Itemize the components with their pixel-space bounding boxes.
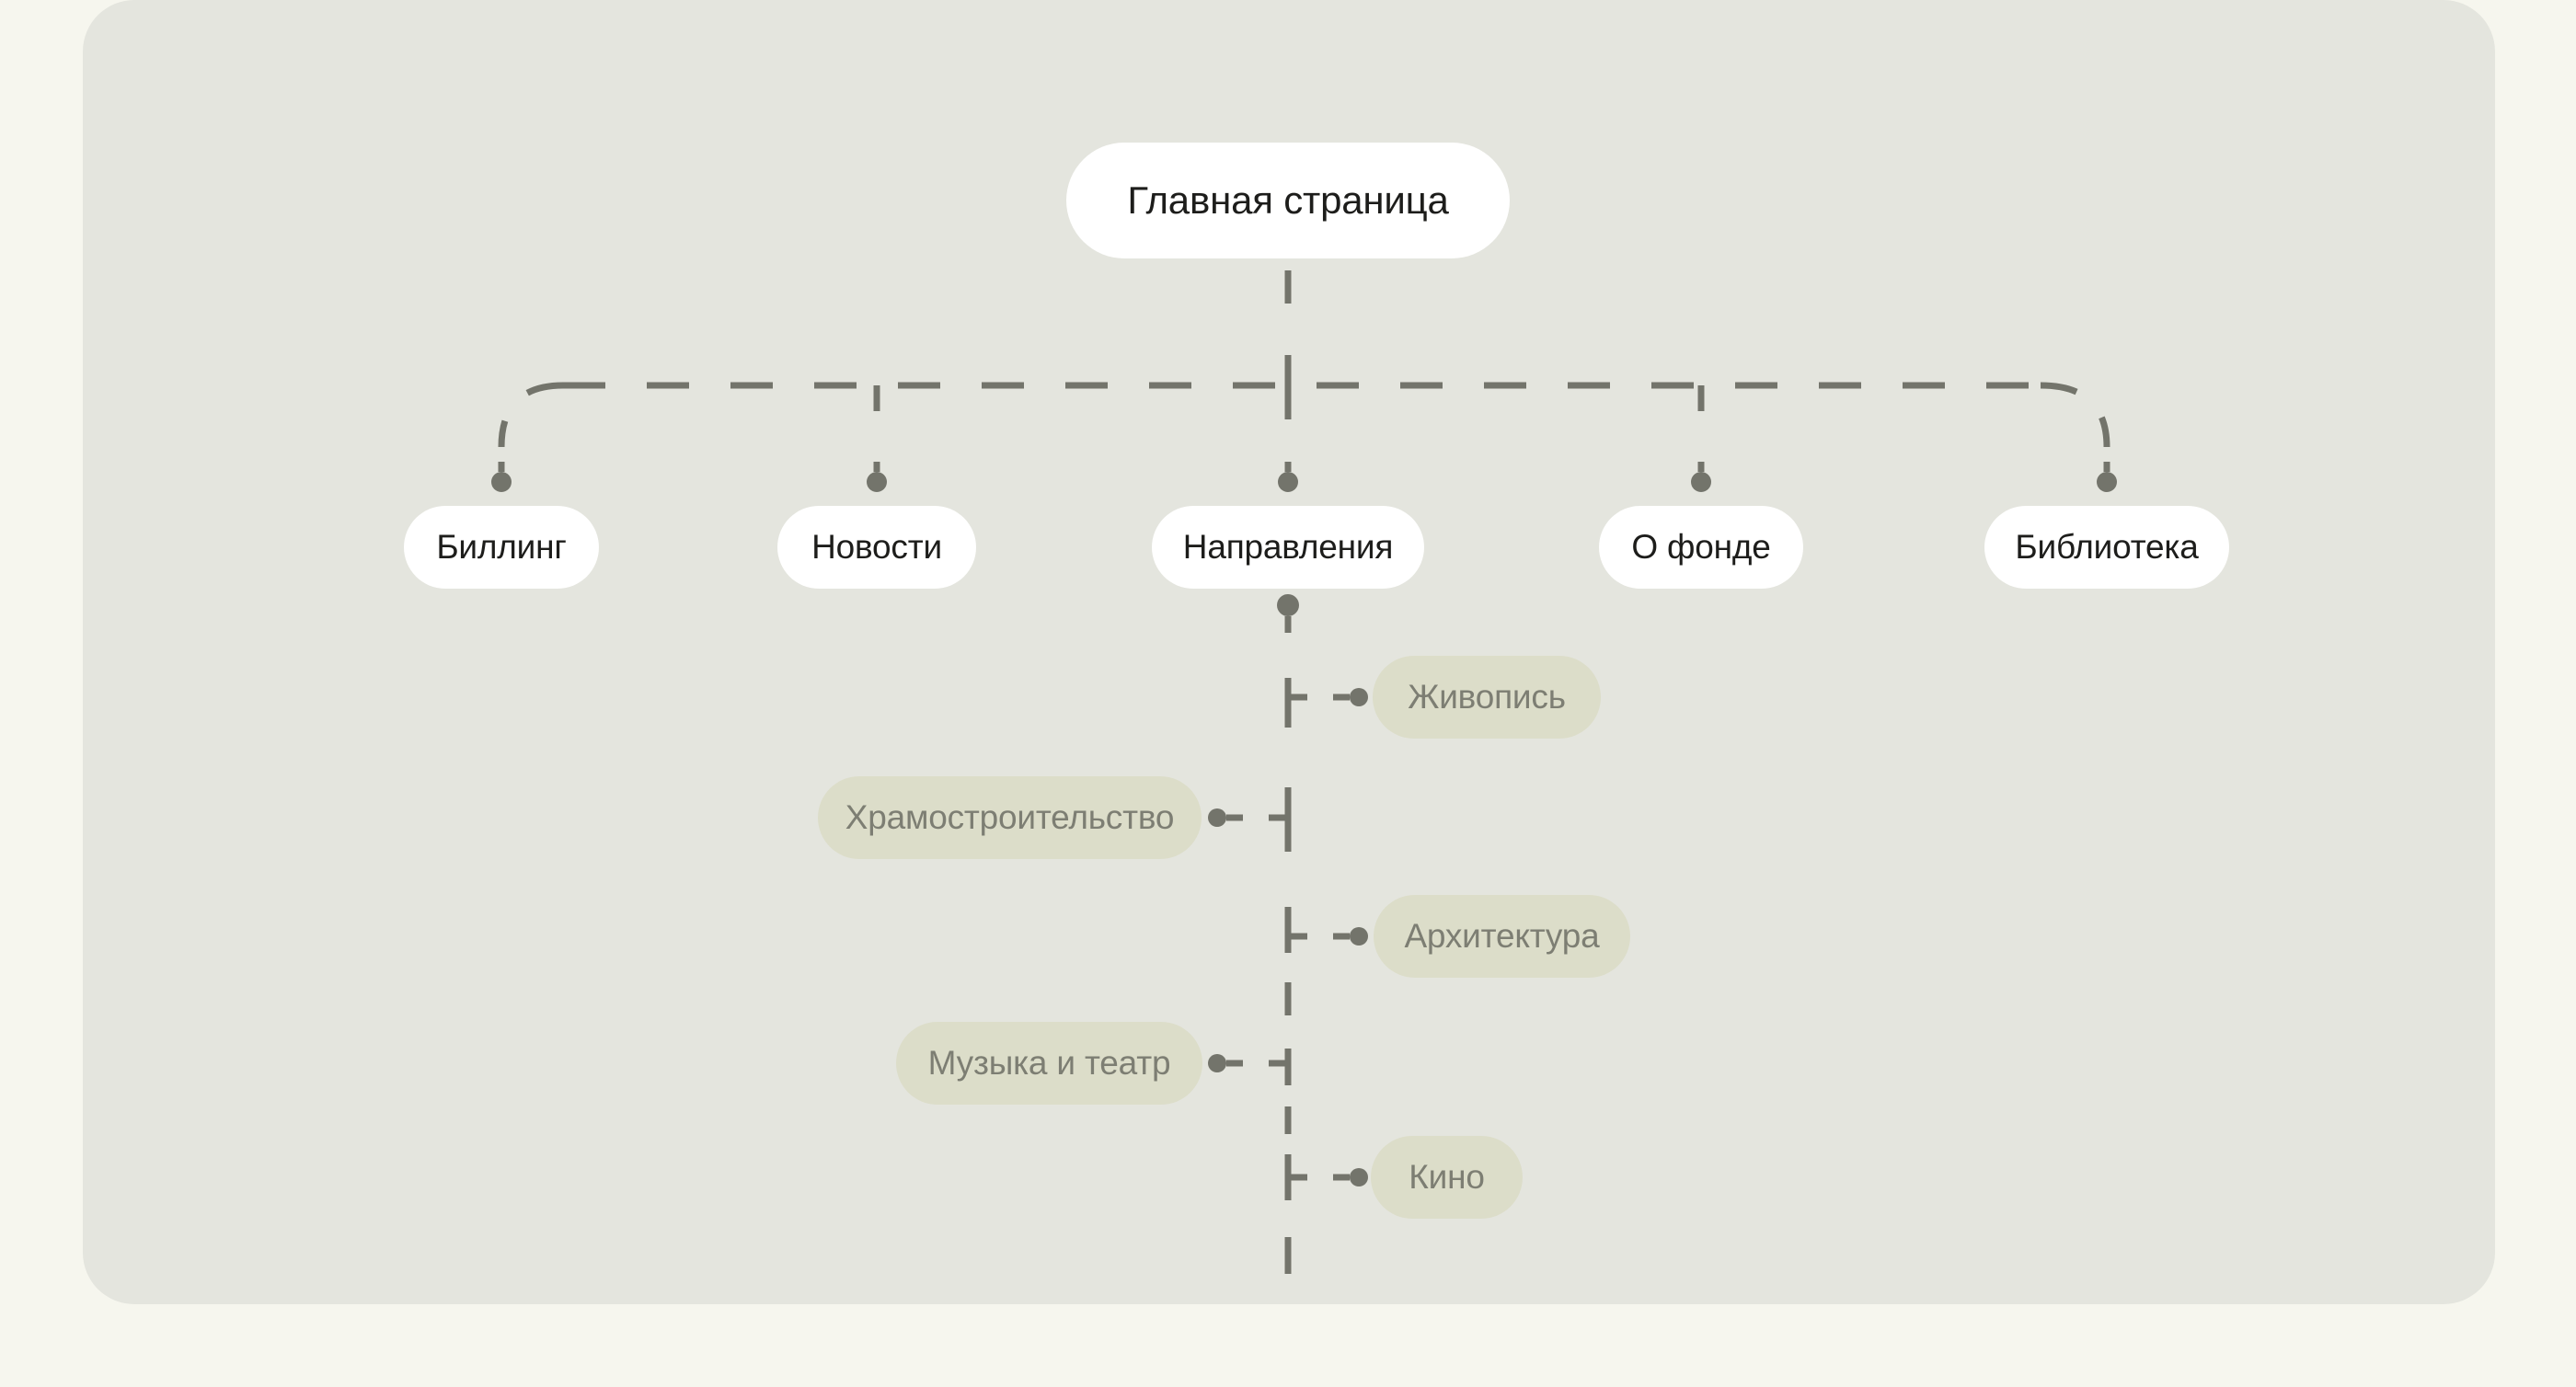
node-directions-label: Направления <box>1182 528 1394 566</box>
subnode-cinema[interactable]: Кино <box>1371 1136 1523 1219</box>
subnode-architecture[interactable]: Архитектура <box>1374 895 1630 978</box>
node-news-label: Новости <box>811 528 942 566</box>
subnode-cinema-label: Кино <box>1409 1158 1485 1196</box>
node-about-fund-label: О фонде <box>1631 528 1771 566</box>
node-library[interactable]: Библиотека <box>1984 506 2229 589</box>
node-news[interactable]: Новости <box>777 506 976 589</box>
subnode-church-building[interactable]: Храмостроительство <box>818 776 1202 859</box>
node-home[interactable]: Главная страница <box>1066 143 1510 258</box>
subnode-music-theater-label: Музыка и театр <box>927 1044 1171 1082</box>
node-home-label: Главная страница <box>1127 178 1449 222</box>
subnode-church-building-label: Храмостроительство <box>845 798 1175 836</box>
node-about-fund[interactable]: О фонде <box>1599 506 1803 589</box>
node-billing-label: Биллинг <box>436 528 567 566</box>
node-billing[interactable]: Биллинг <box>404 506 599 589</box>
subnode-painting-label: Живопись <box>1408 678 1566 716</box>
node-library-label: Библиотека <box>2015 528 2199 566</box>
subnode-architecture-label: Архитектура <box>1404 917 1600 955</box>
node-directions[interactable]: Направления <box>1152 506 1424 589</box>
subnode-painting[interactable]: Живопись <box>1373 656 1601 739</box>
subnode-music-theater[interactable]: Музыка и театр <box>896 1022 1202 1105</box>
